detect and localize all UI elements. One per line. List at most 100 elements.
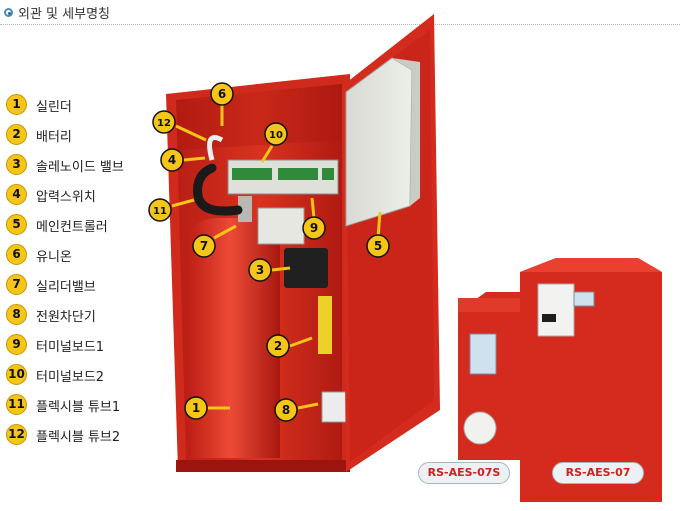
legend-item: 7 실리더밸브 [6,274,176,298]
battery [318,296,332,354]
callout-label-10: 10 [269,130,283,141]
callout-label-3: 3 [256,263,264,277]
legend-item: 6 유니온 [6,244,176,268]
legend-label: 배터리 [36,130,72,145]
arrow-10 [260,145,274,163]
callout-label-8: 8 [282,403,290,417]
flexible-tube [193,163,243,216]
arrow-7 [213,224,237,240]
callout-label-6: 6 [218,87,226,101]
cabinet-base [176,460,350,472]
callout-label-4: 4 [168,153,176,167]
legend-item: 11 플렉시블 튜브1 [6,394,176,418]
legend-label: 솔레노이드 밸브 [36,160,124,175]
callout-label-12: 12 [157,118,171,129]
legend-number-badge: 3 [6,154,27,175]
callout-4 [160,148,184,172]
callout-badges: 1 2 3 4 5 6 7 8 9 10 11 12 [148,82,390,422]
legend-number-badge: 12 [6,424,27,445]
small-unit-panel [469,333,497,375]
callout-label-7: 7 [200,239,208,253]
callout-7 [192,234,216,258]
legend-item: 5 메인컨트롤러 [6,214,176,238]
cylinder-valve [238,196,252,222]
callout-9 [302,216,326,240]
large-unit-switch [542,314,556,322]
legend-label: 전원차단기 [36,310,96,325]
arrow-8 [297,402,319,410]
callout-label-1: 1 [192,401,200,415]
legend-item: 10 터미널보드2 [6,364,176,388]
callout-label-2: 2 [274,339,282,353]
legend-label: 실린더 [36,100,72,115]
legend-label: 플렉시블 튜브2 [36,430,121,445]
callout-6 [210,82,234,106]
legend-label: 플렉시블 튜브1 [36,400,121,415]
legend-item: 4 압력스위치 [6,184,176,208]
callout-11 [148,198,172,222]
callout-12 [152,110,176,134]
legend-item: 2 배터리 [6,124,176,148]
terminal-block-2 [278,168,318,180]
valve-body [257,207,305,245]
legend-item: 1 실린더 [6,94,176,118]
bullet-icon [4,8,13,17]
legend-number-badge: 10 [6,364,27,385]
callout-10 [264,122,288,146]
arrow-2 [289,336,313,348]
legend-number-badge: 7 [6,274,27,295]
arrow-9 [310,197,316,219]
page-header: 외관 및 세부명칭 [0,0,680,30]
large-unit-panel [537,283,575,337]
arrow-3 [271,266,291,272]
legend-label: 압력스위치 [36,190,96,205]
large-unit-display [573,291,595,307]
callout-5 [366,234,390,258]
legend-item: 9 터미널보드1 [6,334,176,358]
legend-number-badge: 8 [6,304,27,325]
callout-label-9: 9 [310,221,318,235]
legend-number-badge: 11 [6,394,27,415]
callout-2 [266,334,290,358]
large-unit-top [520,258,662,272]
callout-3 [248,258,272,282]
legend-number-badge: 1 [6,94,27,115]
legend-label: 유니온 [36,250,72,265]
page-title: 외관 및 세부명칭 [18,7,110,22]
callout-label-11: 11 [153,206,167,217]
arrow-5 [376,211,382,239]
callout-1 [184,396,208,420]
legend-number-badge: 5 [6,214,27,235]
arrow-12 [175,124,207,142]
product-small-unit [458,292,524,460]
legend-number-badge: 6 [6,244,27,265]
legend-number-badge: 2 [6,124,27,145]
callout-8 [274,398,298,422]
callout-arrows [171,102,382,410]
terminal-block-3 [322,168,334,180]
legend-label: 터미널보드1 [36,340,105,355]
small-unit-top [458,298,524,312]
legend-item: 12 플렉시블 튜브2 [6,424,176,448]
power-breaker [321,391,347,423]
legend-number-badge: 9 [6,334,27,355]
legend-label: 메인컨트롤러 [36,220,108,235]
legend-item: 8 전원차단기 [6,304,176,328]
terminal-block-1 [232,168,272,180]
solenoid-valve [284,248,328,288]
arrow-4 [183,156,206,162]
legend-item: 3 솔레노이드 밸브 [6,154,176,178]
flexible-tube-2 [207,135,224,161]
controller-box-side [392,58,420,206]
arrow-11 [171,198,195,208]
legend-label: 실리더밸브 [36,280,96,295]
product-label-small: RS-AES-07S [418,462,510,484]
legend-label: 터미널보드2 [36,370,105,385]
product-large-unit [520,258,662,502]
callout-label-5: 5 [374,239,382,253]
header-divider [0,24,680,25]
legend-number-badge: 4 [6,184,27,205]
small-unit-bell [463,411,497,445]
product-label-large: RS-AES-07 [552,462,644,484]
